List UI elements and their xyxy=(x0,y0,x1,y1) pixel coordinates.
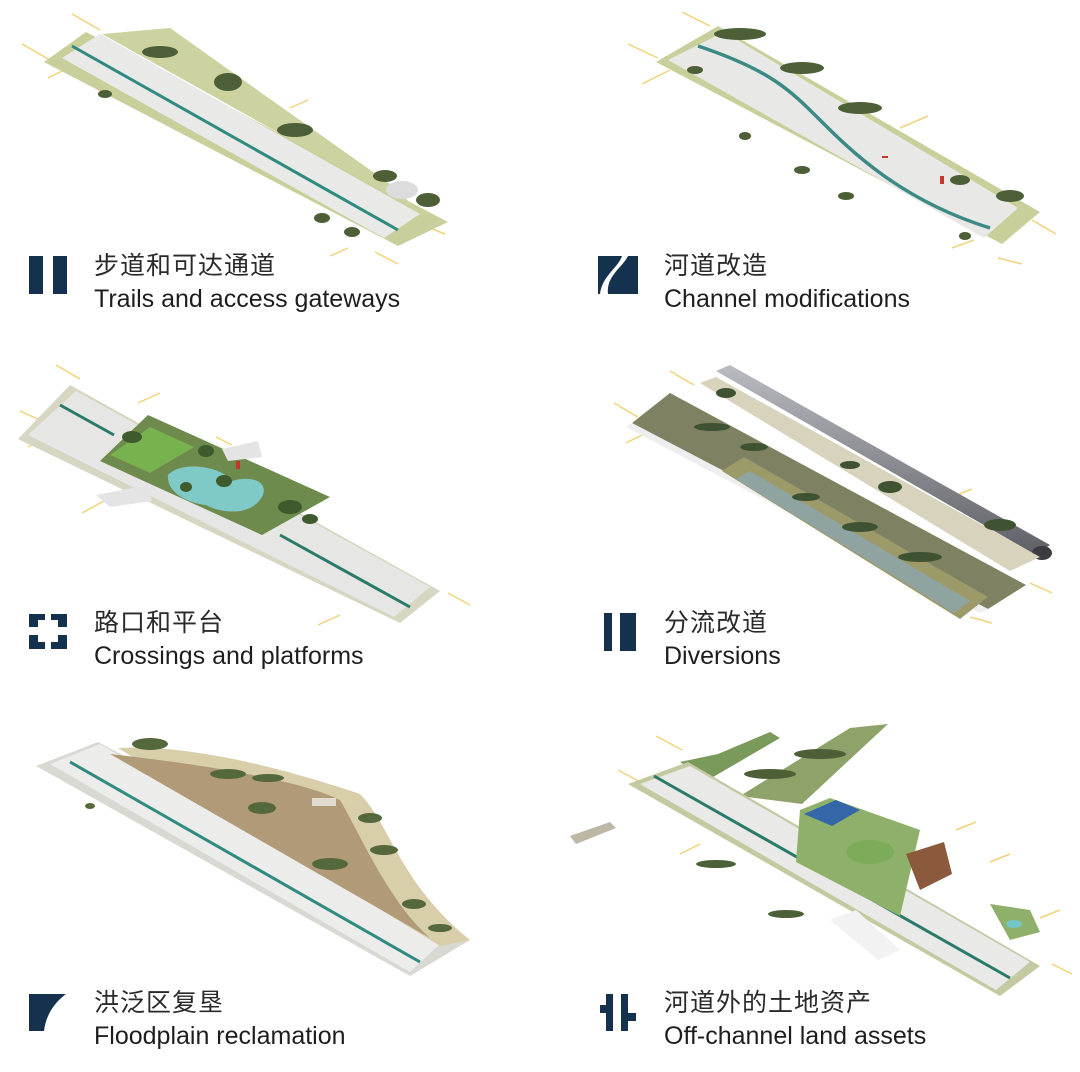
channel-title-zh: 河道改造 xyxy=(664,251,769,280)
parallel-bars-icon xyxy=(28,254,68,294)
diversions-illustration xyxy=(540,357,1080,647)
floodplain-caption: 洪泛区复垦 Floodplain reclamation xyxy=(28,987,346,1053)
crossings-illustration xyxy=(0,357,540,647)
offchannel-title-en: Off-channel land assets xyxy=(664,1022,927,1050)
channel-illustration xyxy=(540,0,1080,290)
double-bar-icon xyxy=(598,611,638,651)
panel-floodplain: 洪泛区复垦 Floodplain reclamation xyxy=(0,714,540,1071)
floodplain-illustration xyxy=(0,714,540,1004)
panel-offchannel: 河道外的土地资产 Off-channel land assets xyxy=(540,714,1080,1071)
panel-channel: 河道改造 Channel modifications xyxy=(540,0,1080,357)
four-corners-icon xyxy=(28,611,68,651)
offchannel-illustration xyxy=(540,714,1080,1004)
diversions-caption: 分流改道 Diversions xyxy=(598,607,781,673)
trails-title-en: Trails and access gateways xyxy=(94,285,401,313)
channel-caption: 河道改造 Channel modifications xyxy=(598,250,910,316)
diversions-title-zh: 分流改道 xyxy=(664,608,769,637)
crossings-caption: 路口和平台 Crossings and platforms xyxy=(28,607,364,673)
offchannel-caption: 河道外的土地资产 Off-channel land assets xyxy=(598,987,926,1053)
floodplain-title-zh: 洪泛区复垦 xyxy=(94,988,225,1017)
diversions-title-en: Diversions xyxy=(664,642,781,670)
crossings-title-zh: 路口和平台 xyxy=(94,608,225,637)
trails-caption: 步道和可达通道 Trails and access gateways xyxy=(28,250,400,316)
channel-title-en: Channel modifications xyxy=(664,285,910,313)
s-curve-channel-icon xyxy=(598,254,638,294)
trails-title-zh: 步道和可达通道 xyxy=(94,251,277,280)
crossings-title-en: Crossings and platforms xyxy=(94,642,364,670)
offchannel-title-zh: 河道外的土地资产 xyxy=(664,988,873,1017)
panel-diversions: 分流改道 Diversions xyxy=(540,357,1080,714)
panel-crossings: 路口和平台 Crossings and platforms xyxy=(0,357,540,714)
notched-bars-icon xyxy=(598,991,638,1031)
floodplain-wedge-icon xyxy=(28,991,68,1031)
panel-trails: 步道和可达通道 Trails and access gateways xyxy=(0,0,540,357)
floodplain-title-en: Floodplain reclamation xyxy=(94,1022,346,1050)
trails-illustration xyxy=(0,0,540,290)
